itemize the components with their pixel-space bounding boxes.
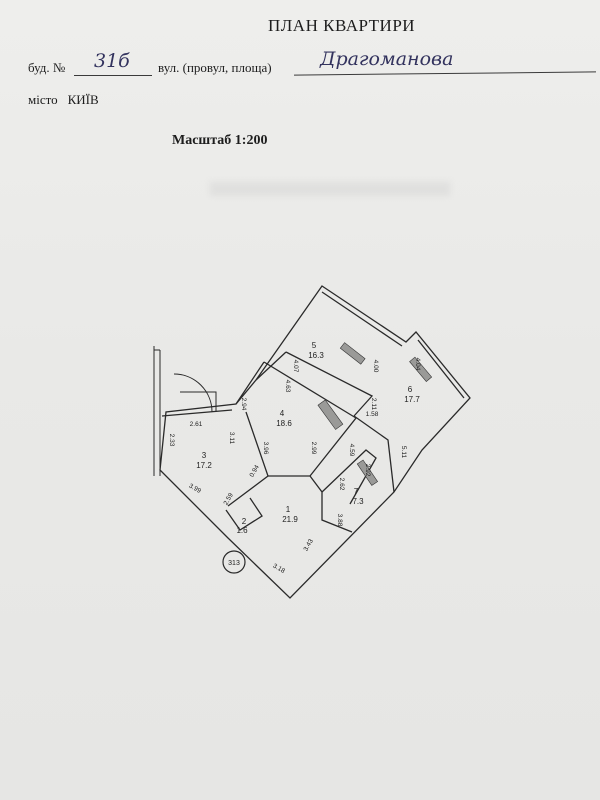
document-title: ПЛАН КВАРТИРИ <box>268 16 416 35</box>
faint-stamp-mark <box>210 182 450 196</box>
room-7-number: 7 <box>354 487 359 496</box>
partition-room3 <box>227 411 269 507</box>
outer-wall-inner <box>161 291 465 417</box>
wall-block-2 <box>409 356 433 382</box>
dimension-label: 3.99 <box>188 483 203 496</box>
dimension-label: 4.07 <box>292 360 299 373</box>
city-name: КИЇВ <box>67 92 99 107</box>
building-number: 31б <box>94 50 130 72</box>
dimension-label: 2.61 <box>190 421 203 428</box>
building-underline <box>74 75 152 76</box>
stamp-number: 313 <box>228 560 240 567</box>
dimension-label: 3.96 <box>262 442 269 455</box>
room-3-number: 3 <box>202 451 207 460</box>
wall-block-3 <box>317 399 344 430</box>
wall-block-1 <box>339 342 366 365</box>
dimension-label: 4.63 <box>284 380 291 393</box>
dimension-label: 1.58 <box>366 411 379 418</box>
dimension-label: 2.92 <box>364 464 371 477</box>
street-label: вул. (провул, площа) <box>158 60 272 75</box>
dimension-label: 4.00 <box>372 360 379 373</box>
dimension-label: 2.33 <box>168 434 175 447</box>
dimension-label: 3.43 <box>303 538 316 553</box>
room-4-area: 18.6 <box>276 419 292 428</box>
partition-room7 <box>321 449 377 505</box>
dimension-label: 4.04 <box>414 358 421 371</box>
stamp-circle <box>222 550 246 574</box>
room-5-area: 16.3 <box>308 351 324 360</box>
room-6-number: 6 <box>408 385 413 394</box>
room-2-area: 1.6 <box>236 526 248 535</box>
city-label: місто <box>28 92 58 107</box>
address-row: буд. № 31б вул. (провул, площа) Драгоман… <box>28 48 598 82</box>
dimension-label: 4.59 <box>348 444 355 457</box>
street-name: Драгоманова <box>320 48 454 70</box>
room-4-number: 4 <box>280 409 285 418</box>
door-arc-2 <box>180 391 217 412</box>
room-6-area: 17.7 <box>404 395 420 404</box>
room-5-number: 5 <box>312 341 317 350</box>
scale-label: Масштаб 1:200 <box>172 133 268 148</box>
wall-block-4 <box>356 459 379 486</box>
dimension-label: 2.99 <box>310 442 317 455</box>
partition-room5 <box>255 351 374 417</box>
room-1-area: 21.9 <box>282 515 298 524</box>
door-arc-1 <box>173 373 213 413</box>
partition-hall <box>268 475 353 533</box>
room-1-number: 1 <box>286 505 291 514</box>
dimension-label: 2.11 <box>370 398 377 411</box>
dimension-label: 3.11 <box>228 432 235 445</box>
city-row: місто КИЇВ <box>28 92 99 108</box>
room-3-area: 17.2 <box>196 461 212 470</box>
street-underline <box>294 71 596 76</box>
partition-room6 <box>353 415 395 493</box>
column-left <box>153 346 161 476</box>
dimension-label: 2.62 <box>338 478 345 491</box>
building-label: буд. № <box>28 60 66 75</box>
dimension-label: 2.59 <box>223 492 236 507</box>
dimension-label: 0.94 <box>249 464 262 479</box>
room-2-number: 2 <box>242 517 247 526</box>
floor-plan: 5 16.3 6 17.7 4 18.6 3 17.2 1 21.9 2 1.6… <box>153 285 471 599</box>
dimension-label: 3.18 <box>272 563 287 576</box>
dimension-label: 3.88 <box>336 514 343 527</box>
dimension-label: 5.11 <box>400 446 407 459</box>
room-7-area: 7.3 <box>352 497 364 506</box>
dimension-label: 2.94 <box>240 398 247 411</box>
partition-bath <box>225 497 263 531</box>
